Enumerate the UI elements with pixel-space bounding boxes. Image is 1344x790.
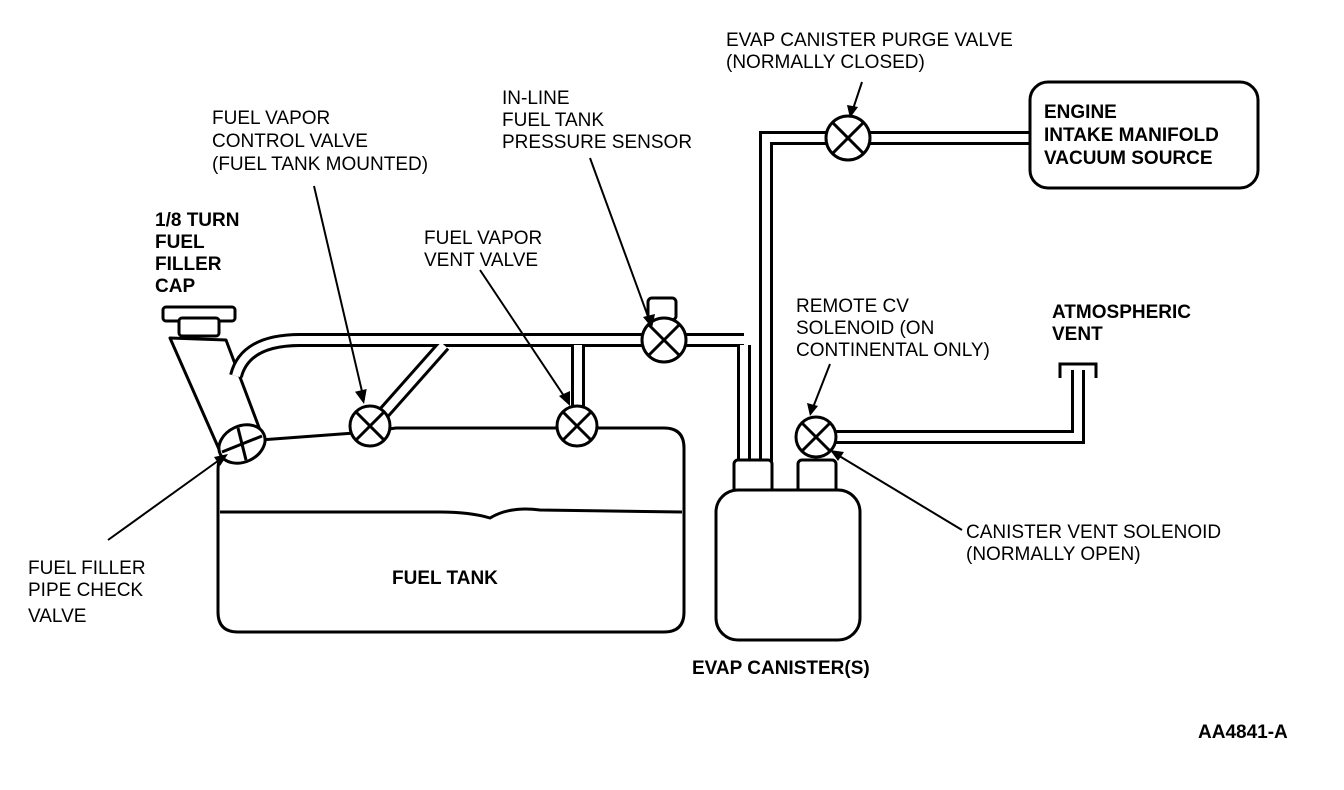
- pressure-sensor-valve: [640, 316, 688, 364]
- fuel-tank-label: FUEL TANK: [392, 568, 498, 589]
- filler-cap-label: 1/8 TURN FUEL FILLER CAP: [155, 210, 245, 297]
- fuel-level-line: [220, 507, 683, 520]
- atmospheric-vent-label: ATMOSPHERIC VENT: [1052, 302, 1196, 345]
- fuel-vapor-control-valve-label: FUEL VAPOR CONTROL VALVE (FUEL TANK MOUN…: [212, 108, 428, 175]
- remote-cv-solenoid-label: REMOTE CV SOLENOID (ON CONTINENTAL ONLY): [796, 296, 990, 361]
- filler-check-valve: [217, 423, 267, 465]
- engine-vacuum-source-box: [1028, 80, 1260, 190]
- evap-canister-label: EVAP CANISTER(S): [692, 658, 870, 679]
- fuel-filler-cap: [161, 305, 237, 338]
- purge-valve-label: EVAP CANISTER PURGE VALVE (NORMALLY CLOS…: [726, 30, 1018, 73]
- engine-vacuum-label: ENGINE INTAKE MANIFOLD VACUUM SOURCE: [1044, 102, 1224, 169]
- fuel-vapor-vent-valve-label: FUEL VAPOR VENT VALVE: [424, 228, 548, 271]
- evap-canister: [714, 458, 862, 642]
- fuel-tank: [216, 426, 686, 634]
- atmospheric-vent-cap: [1058, 362, 1098, 378]
- purge-valve: [824, 114, 872, 162]
- canister-vent-solenoid-label: CANISTER VENT SOLENOID (NORMALLY OPEN): [966, 522, 1226, 565]
- canister-vent-solenoid-valve: [794, 415, 838, 459]
- inline-pressure-sensor-label: IN-LINE FUEL TANK PRESSURE SENSOR: [502, 88, 692, 153]
- filler-check-valve-label: FUEL FILLER PIPE CHECK VALVE: [28, 558, 151, 627]
- leader-lines: [107, 81, 963, 541]
- fuel-vapor-control-valve: [348, 404, 392, 448]
- figure-id: AA4841-A: [1198, 722, 1288, 743]
- fuel-vapor-vent-valve: [555, 404, 599, 448]
